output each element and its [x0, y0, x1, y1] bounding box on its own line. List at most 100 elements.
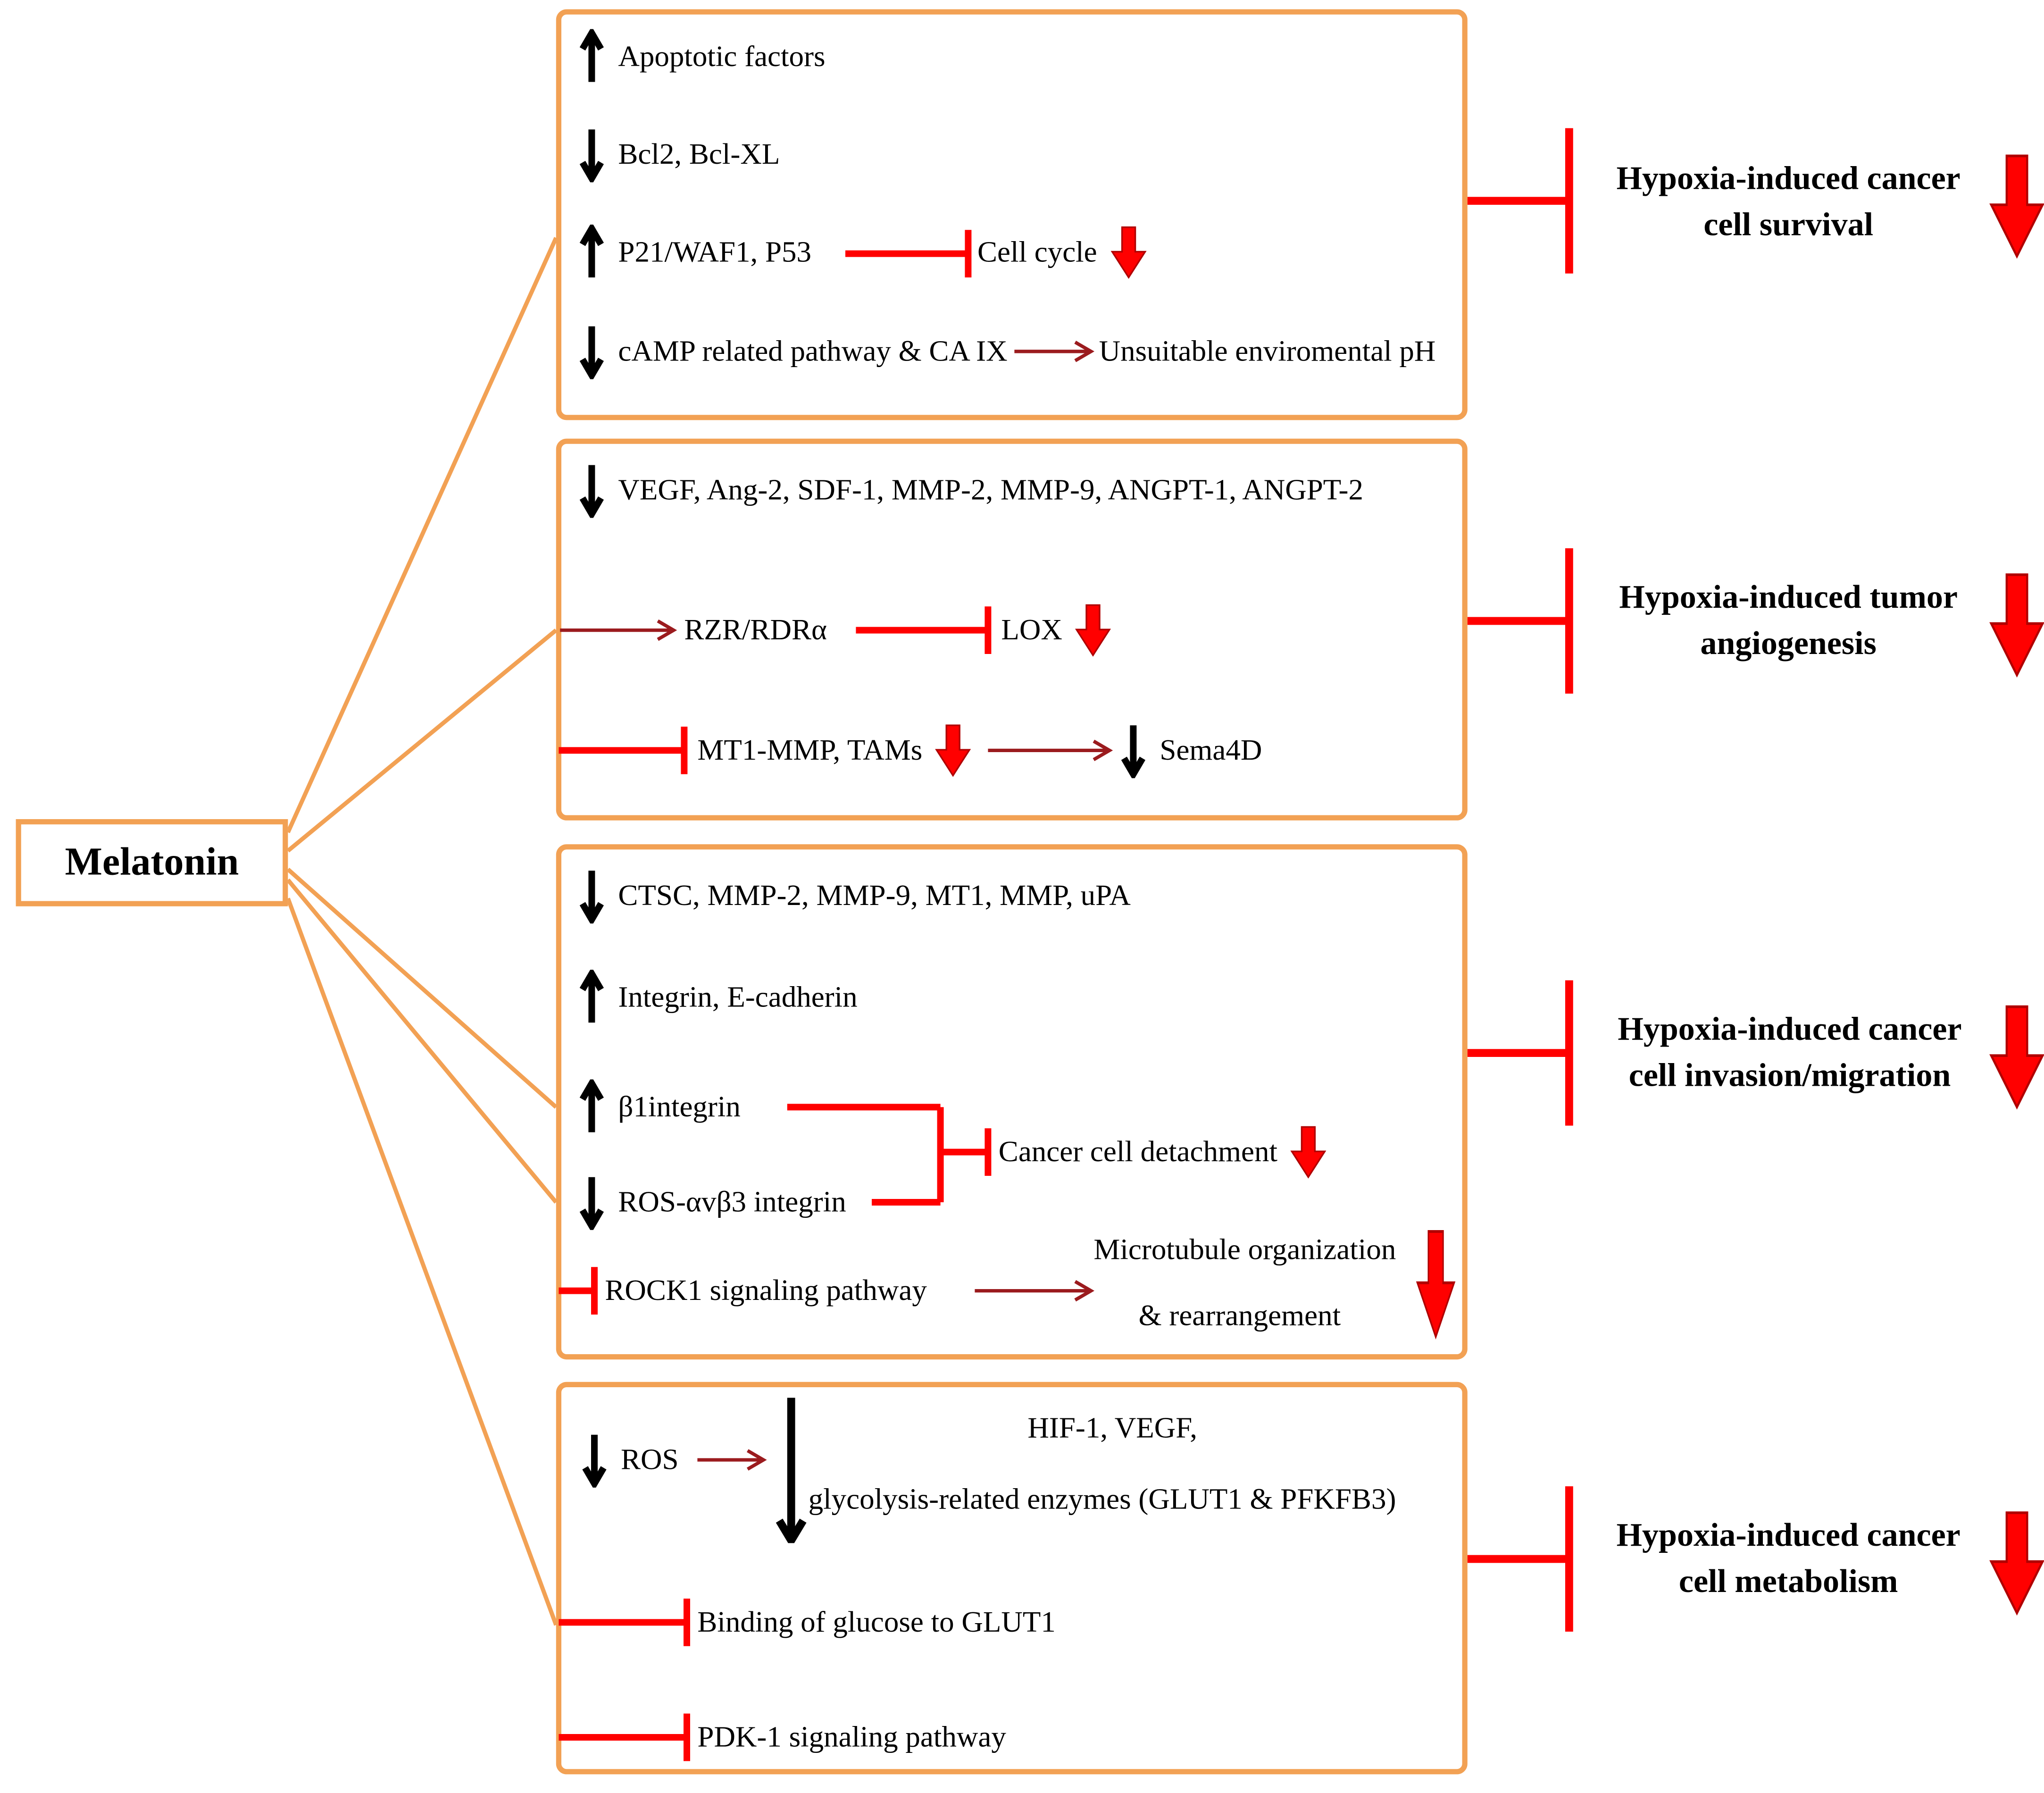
melatonin-box: Melatonin — [16, 819, 288, 906]
inhibition-bar-lines — [559, 230, 992, 1761]
outcome-metabolism: Hypoxia-induced cancer cell metabolism — [1588, 1513, 1989, 1605]
invasion-row-detachment: Cancer cell detachment — [999, 1124, 1327, 1180]
red-down-arrow-icon — [1290, 1126, 1327, 1179]
survival-row-camp: cAMP related pathway & CA IX — [578, 324, 1008, 379]
invasion-box — [556, 844, 1468, 1360]
big-down-arrow-icon — [776, 1398, 807, 1543]
thin-red-arrow-lines — [560, 341, 1113, 1471]
invasion-row-rock1: ROCK1 signaling pathway — [605, 1263, 926, 1319]
metabolism-glycolysis-label: glycolysis-related enzymes (GLUT1 & PFKF… — [808, 1482, 1396, 1516]
up-arrow-icon — [579, 1079, 604, 1132]
outcome-inhibition-connectors — [1467, 128, 1573, 1632]
inhibit-integrin-detachment — [787, 1104, 992, 1206]
arrow-camp-ph — [1014, 341, 1095, 362]
inhibit-edge-glut1 — [559, 1598, 690, 1646]
outcome-survival-line2: cell survival — [1703, 207, 1874, 243]
outcome-invasion-line2: cell invasion/migration — [1628, 1058, 1951, 1094]
metabolism-row-ros: ROS — [581, 1432, 679, 1488]
inhibit-rzr-lox — [856, 606, 992, 654]
down-arrow-icon — [582, 1434, 607, 1488]
red-down-arrow-tall-icon — [1416, 1230, 1456, 1340]
melatonin-label: Melatonin — [65, 840, 239, 884]
invasion-row-beta1: β1integrin — [578, 1079, 741, 1135]
arrow-edge-rzr — [560, 619, 677, 641]
outcome-angiogenesis-line2: angiogenesis — [1700, 626, 1877, 662]
invasion-row-ros-integrin: ROS-αvβ3 integrin — [578, 1174, 846, 1230]
angiogenesis-rzr-label: RZR/RDRα — [684, 613, 827, 646]
down-arrow-icon — [1121, 725, 1146, 779]
inhibit-edge-pdk1 — [559, 1713, 690, 1761]
down-arrow-icon — [579, 465, 604, 518]
invasion-microtubule-label-1: Microtubule organization — [1093, 1232, 1396, 1266]
red-down-arrow-icon — [1110, 226, 1146, 279]
survival-row-apoptotic: Apoptotic factors — [578, 29, 826, 85]
invasion-microtubule-label-2: & rearrangement — [1138, 1299, 1341, 1332]
metabolism-pdk1-label: PDK-1 signaling pathway — [697, 1720, 1006, 1753]
angiogenesis-row-vegf: VEGF, Ang-2, SDF-1, MMP-2, MMP-9, ANGPT-… — [578, 462, 1363, 518]
angiogenesis-lox-label: LOX — [1001, 613, 1062, 646]
outcome-survival: Hypoxia-induced cancer cell survival — [1588, 156, 1989, 248]
survival-ph-label: Unsuitable enviromental pH — [1099, 334, 1436, 368]
outcome-invasion-line1: Hypoxia-induced cancer — [1618, 1012, 1962, 1048]
angiogenesis-vegf-label: VEGF, Ang-2, SDF-1, MMP-2, MMP-9, ANGPT-… — [618, 473, 1363, 506]
survival-apoptotic-label: Apoptotic factors — [618, 40, 826, 73]
outcome-invasion: Hypoxia-induced cancer cell invasion/mig… — [1585, 1007, 1994, 1099]
metabolism-row-glut1: Binding of glucose to GLUT1 — [697, 1595, 1055, 1651]
angiogenesis-row-sema4d: Sema4D — [1120, 723, 1262, 779]
inhibit-edge-rock1 — [559, 1267, 598, 1315]
inhibit-metabolism — [1467, 1486, 1573, 1632]
invasion-integrin-label: Integrin, E-cadherin — [618, 980, 858, 1014]
red-down-arrow-big-icon — [1989, 154, 2044, 259]
invasion-row-microtubule-1: Microtubule organization — [1093, 1222, 1396, 1278]
up-arrow-icon — [579, 225, 604, 277]
invasion-beta1-label: β1integrin — [618, 1090, 741, 1123]
red-down-arrow-icon — [935, 724, 971, 777]
survival-p21-label: P21/WAF1, P53 — [618, 235, 812, 268]
metabolism-hif-label: HIF-1, VEGF, — [1027, 1411, 1197, 1444]
invasion-rock1-label: ROCK1 signaling pathway — [605, 1274, 927, 1307]
inhibit-invasion — [1467, 980, 1573, 1126]
survival-bcl2-label: Bcl2, Bcl-XL — [618, 137, 780, 171]
angiogenesis-row-lox: LOX — [1001, 603, 1111, 658]
survival-row-ph: Unsuitable enviromental pH — [1099, 324, 1436, 379]
down-arrow-icon — [579, 1177, 604, 1230]
invasion-row-integrin: Integrin, E-cadherin — [578, 970, 858, 1025]
angiogenesis-box — [556, 438, 1468, 821]
inhibit-edge-mt1mmp — [559, 726, 688, 774]
down-arrow-icon — [579, 129, 604, 183]
survival-row-p21: P21/WAF1, P53 — [578, 225, 811, 280]
survival-row-bcl2: Bcl2, Bcl-XL — [578, 127, 780, 183]
invasion-ros-integrin-label: ROS-αvβ3 integrin — [618, 1185, 846, 1218]
inhibit-p21-cellcycle — [845, 230, 972, 277]
angiogenesis-row-rzr: RZR/RDRα — [684, 603, 827, 658]
angiogenesis-mt1mmp-label: MT1-MMP, TAMs — [697, 733, 923, 766]
melatonin-fan-lines — [286, 237, 559, 1626]
up-arrow-icon — [579, 970, 604, 1023]
inhibit-angiogenesis — [1467, 548, 1573, 694]
invasion-ctsc-label: CTSC, MMP-2, MMP-9, MT1, MMP, uPA — [618, 879, 1131, 912]
outcome-angiogenesis: Hypoxia-induced tumor angiogenesis — [1588, 575, 1989, 667]
metabolism-ros-label: ROS — [621, 1442, 679, 1476]
survival-box — [556, 9, 1468, 420]
metabolism-row-hif: HIF-1, VEGF, — [1027, 1400, 1197, 1456]
survival-camp-label: cAMP related pathway & CA IX — [618, 334, 1008, 368]
red-down-arrow-big-icon — [1989, 1511, 2044, 1616]
red-down-arrow-icon — [1075, 604, 1111, 657]
metabolism-row-pdk1: PDK-1 signaling pathway — [697, 1709, 1006, 1765]
invasion-detachment-label: Cancer cell detachment — [998, 1135, 1277, 1168]
arrow-ros-hif — [697, 1449, 767, 1471]
down-arrow-icon — [579, 326, 604, 379]
survival-cellcycle-label: Cell cycle — [977, 235, 1097, 268]
red-down-arrow-big-icon — [1989, 573, 2044, 678]
angiogenesis-row-mt1mmp: MT1-MMP, TAMs — [697, 723, 971, 779]
outcome-metabolism-line2: cell metabolism — [1678, 1564, 1898, 1600]
arrow-rock1-microtubule — [975, 1280, 1095, 1302]
outcome-angiogenesis-line1: Hypoxia-induced tumor — [1619, 580, 1958, 616]
metabolism-row-glycolysis: glycolysis-related enzymes (GLUT1 & PFKF… — [809, 1472, 1396, 1527]
down-arrow-icon — [579, 871, 604, 924]
inhibit-survival — [1467, 128, 1573, 274]
invasion-row-ctsc: CTSC, MMP-2, MMP-9, MT1, MMP, uPA — [578, 868, 1131, 924]
up-arrow-icon — [579, 29, 604, 82]
metabolism-glut1-label: Binding of glucose to GLUT1 — [697, 1605, 1056, 1638]
